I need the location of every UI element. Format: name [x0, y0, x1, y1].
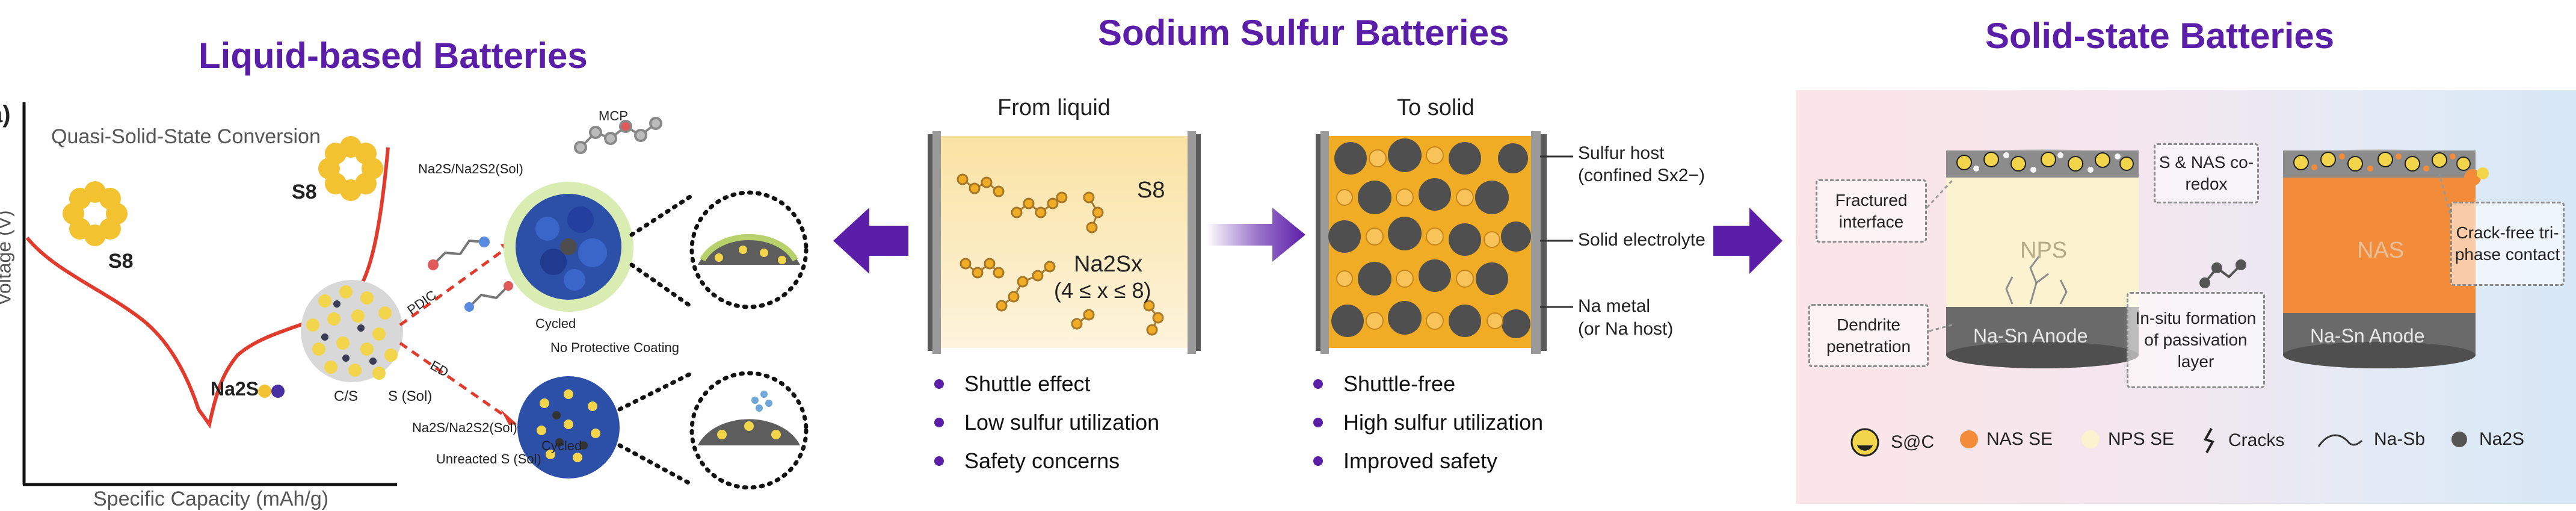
legend-cracks-label: Cracks	[2228, 430, 2285, 450]
ed-molecule	[464, 281, 513, 312]
solid-cell	[1316, 131, 1547, 354]
y-axis-label: Voltage (V)	[0, 210, 15, 306]
bullet-text: Low sulfur utilization	[964, 410, 1160, 435]
cs-label: C/S	[334, 388, 359, 404]
x-axis-label: Specific Capacity (mAh/g)	[93, 488, 329, 510]
voltage-capacity-plot	[22, 102, 809, 490]
s8-center-label: S8	[1137, 178, 1165, 203]
mcp-label: MCP	[599, 108, 628, 123]
arrow-to-solid-state	[1713, 208, 1783, 274]
plot-title: Quasi-Solid-State Conversion	[51, 125, 321, 148]
cycled-bottom-label: Cycled	[541, 438, 582, 453]
sc-icon	[1850, 428, 1879, 457]
co-redox-box: S & NAS co-redox	[2154, 143, 2259, 203]
fractured-interface-box: Fractured interface	[1816, 179, 1927, 243]
polysulfide-chains	[957, 173, 1164, 336]
nps-anode-label: Na-Sn Anode	[1973, 325, 2088, 347]
legend-nps-se: NPS SE	[2081, 429, 2174, 450]
s8-ring-left	[63, 181, 128, 246]
na-sb-icon	[2317, 434, 2363, 447]
na2s-label: Na2S	[211, 378, 259, 400]
legend-na2s-label: Na2S	[2479, 429, 2525, 449]
dendrite-penetration-box: Dendrite penetration	[1808, 304, 1929, 367]
legend-nas-se-label: NAS SE	[1986, 429, 2053, 449]
bullet-text: Safety concerns	[964, 448, 1120, 473]
from-liquid-label: From liquid	[997, 95, 1111, 120]
nas-particle-icon	[2464, 167, 2489, 186]
bullet-item: High sulfur utilization	[1313, 403, 1543, 442]
na-metal-label: Na metal	[1578, 296, 1651, 316]
mcp-molecule	[574, 117, 662, 154]
nps-se-icon	[2081, 430, 2100, 448]
legend-nas-se: NAS SE	[1960, 429, 2053, 450]
passivation-layer-box: In-situ formation of passivation layer	[2127, 292, 2265, 388]
bullet-text: Improved safety	[1343, 448, 1498, 473]
legend-sc: S@C	[1850, 427, 1934, 457]
electrolyte-spheres	[1328, 138, 1531, 338]
arrow-liquid-to-solid	[1206, 208, 1305, 262]
legend-na-sb-label: Na-Sb	[2374, 429, 2426, 449]
left-panel: a) Quasi-Solid-State Conversion Voltage …	[0, 90, 812, 510]
ed-arrow	[399, 341, 510, 420]
s-sol-label: S (Sol)	[388, 388, 433, 404]
nps-label: NPS	[2020, 238, 2068, 263]
na-sb-molecule	[2199, 259, 2246, 288]
cs-particle	[301, 280, 403, 382]
zoom-circle-top	[689, 190, 809, 309]
sulfur-host-sub-label: (confined Sx2−)	[1578, 166, 1705, 185]
bullet-text: High sulfur utilization	[1343, 410, 1544, 435]
bullet-item: Shuttle-free	[1313, 365, 1543, 403]
left-section-title: Liquid-based Batteries	[199, 36, 588, 76]
legend-na-sb: Na-Sb	[2316, 427, 2425, 451]
nps-cell	[1946, 149, 2139, 368]
na2s-na2s2-top-label: Na2S/Na2S2(Sol)	[418, 161, 523, 176]
bullet-item: Safety concerns	[934, 442, 1159, 480]
nas-label: NAS	[2357, 238, 2405, 263]
pdic-molecule	[428, 237, 490, 270]
s8-label-right: S8	[292, 181, 317, 203]
bullet-item: Shuttle effect	[934, 365, 1159, 403]
legend-sc-label: S@C	[1891, 432, 1935, 452]
legend-nps-se-label: NPS SE	[2108, 429, 2175, 449]
na2s-na2s2-bottom-label: Na2S/Na2S2(Sol)	[412, 420, 517, 435]
center-callout-lines	[1540, 155, 1573, 308]
solid-electrolyte-label: Solid electrolyte	[1578, 230, 1706, 250]
cycled-particle-bottom	[517, 376, 620, 478]
zoom-circle-bottom	[689, 371, 809, 490]
s8-ring-right	[318, 136, 383, 201]
na-host-label: (or Na host)	[1578, 319, 1674, 339]
to-solid-label: To solid	[1397, 95, 1474, 120]
naxs-label: Na2Sx	[1074, 252, 1143, 277]
pdic-arrow	[399, 245, 510, 327]
panel-letter: a)	[0, 101, 11, 128]
arrow-to-liquid	[833, 208, 908, 274]
bullet-text: Shuttle-free	[1343, 371, 1456, 396]
s8-label-left: S8	[108, 250, 134, 273]
callout-connectors	[1926, 167, 2489, 332]
right-section-title: Solid-state Batteries	[1985, 16, 2335, 56]
nas-anode-label: Na-Sn Anode	[2310, 325, 2425, 347]
liquid-bullets: Shuttle effect Low sulfur utilization Sa…	[934, 365, 1159, 480]
solid-bullets: Shuttle-free High sulfur utilization Imp…	[1313, 365, 1543, 480]
unreacted-label: Unreacted S (Sol)	[436, 451, 541, 466]
legend-cracks: Cracks	[2201, 427, 2284, 454]
cycled-particle-top	[504, 182, 633, 312]
crack-free-contact-box: Crack-free tri-phase contact	[2450, 202, 2565, 286]
center-section-title: Sodium Sulfur Batteries	[1098, 13, 1509, 53]
na2s-molecule	[258, 385, 285, 398]
nas-cell	[2283, 149, 2476, 368]
bullet-text: Shuttle effect	[964, 371, 1091, 396]
nas-se-icon	[1960, 430, 1978, 448]
na2s-icon	[2451, 432, 2467, 447]
crack-icon	[2204, 428, 2214, 453]
legend-na2s: Na2S	[2451, 429, 2524, 450]
bullet-item: Low sulfur utilization	[934, 403, 1159, 442]
liquid-cell	[928, 131, 1201, 354]
no-coating-label: No Protective Coating	[550, 340, 679, 355]
bullet-item: Improved safety	[1313, 442, 1543, 480]
sulfur-host-label: Sulfur host	[1578, 143, 1665, 163]
cycled-top-label: Cycled	[535, 316, 576, 331]
naxs-range-label: (4 ≤ x ≤ 8)	[1054, 278, 1151, 303]
